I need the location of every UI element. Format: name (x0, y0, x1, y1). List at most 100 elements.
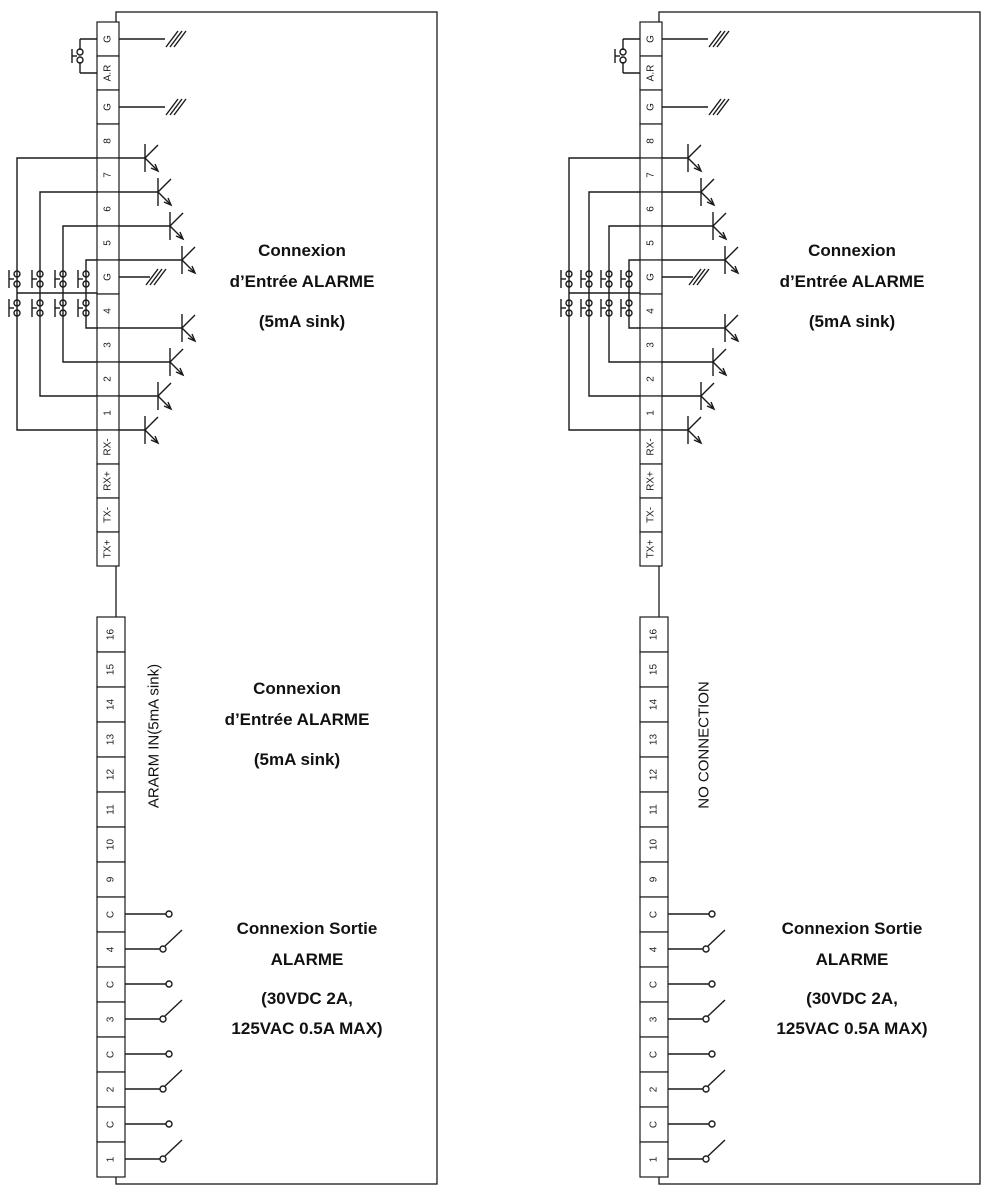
pin-cell (639, 1071, 669, 1108)
upper-pin-3[interactable]: 8 (96, 123, 120, 159)
pin-label: 4 (103, 308, 114, 314)
upper-pin-12[interactable]: RX- (639, 429, 663, 465)
upper-pin-11[interactable]: 1 (96, 395, 120, 431)
lower-pin-11[interactable]: 3 (96, 1001, 126, 1038)
pin-label: TX- (646, 507, 657, 523)
relay-output-contacts (668, 910, 726, 1163)
lower-pin-1[interactable]: 15 (96, 651, 126, 688)
upper-pin-6[interactable]: 5 (96, 225, 120, 261)
pin-label: RX+ (646, 471, 657, 491)
lower-pin-9[interactable]: 4 (639, 931, 669, 968)
upper-pin-2[interactable]: G (639, 89, 663, 125)
transistor-symbol (119, 144, 160, 173)
lower-pin-8[interactable]: C (639, 896, 669, 933)
lower-pin-8[interactable]: C (96, 896, 126, 933)
lower-pin-6[interactable]: 10 (96, 826, 126, 863)
lower-pin-14[interactable]: C (639, 1106, 669, 1143)
transistor-symbol (662, 348, 728, 377)
pin-label: 13 (106, 734, 117, 746)
pin-label: 15 (649, 664, 660, 676)
upper-pin-12[interactable]: RX- (96, 429, 120, 465)
lower-pin-5[interactable]: 11 (96, 791, 126, 828)
lower-pin-13[interactable]: 2 (96, 1071, 126, 1108)
lower-pin-11[interactable]: 3 (639, 1001, 669, 1038)
pin-label: 4 (106, 946, 117, 952)
lower-pin-6[interactable]: 10 (639, 826, 669, 863)
transistor-symbol (119, 212, 185, 241)
upper-pin-7[interactable]: G (639, 259, 663, 295)
upper-pin-3[interactable]: 8 (639, 123, 663, 159)
upper-pin-9[interactable]: 3 (96, 327, 120, 363)
transistor-symbol (662, 144, 703, 173)
pin-cell (96, 861, 126, 898)
lower-pin-9[interactable]: 4 (96, 931, 126, 968)
pin-label: 15 (106, 664, 117, 676)
pin-label: 16 (649, 629, 660, 641)
upper-pin-13[interactable]: RX+ (639, 463, 663, 499)
pin-cell (96, 791, 126, 828)
pin-label: 11 (649, 804, 660, 815)
info-line: (30VDC 2A, (261, 989, 353, 1008)
pin-label: TX+ (646, 540, 657, 559)
lower-pin-3[interactable]: 13 (96, 721, 126, 758)
lower-pin-0[interactable]: 16 (639, 616, 669, 653)
pin-cell (639, 616, 669, 653)
upper-pin-0[interactable]: G (639, 21, 663, 57)
upper-pin-6[interactable]: 5 (639, 225, 663, 261)
transistor-symbol (119, 382, 173, 411)
pin-label: 11 (106, 804, 117, 815)
lower-pin-4[interactable]: 12 (96, 756, 126, 793)
transistor-symbol (119, 314, 197, 343)
pin-label: A.R (103, 65, 114, 82)
upper-pin-11[interactable]: 1 (639, 395, 663, 431)
lower-pin-12[interactable]: C (96, 1036, 126, 1073)
upper-pin-1[interactable]: A.R (639, 55, 663, 91)
lower-pin-15[interactable]: 1 (639, 1141, 669, 1178)
pin-cell (96, 896, 126, 933)
lower-pin-7[interactable]: 9 (639, 861, 669, 898)
lower-pin-2[interactable]: 14 (639, 686, 669, 723)
upper-pin-2[interactable]: G (96, 89, 120, 125)
lower-pin-12[interactable]: C (639, 1036, 669, 1073)
upper-pin-15[interactable]: TX+ (96, 531, 120, 567)
upper-pin-8[interactable]: 4 (639, 293, 663, 329)
lower-pin-5[interactable]: 11 (639, 791, 669, 828)
upper-pin-7[interactable]: G (96, 259, 120, 295)
lower-pin-10[interactable]: C (96, 966, 126, 1003)
lower-pin-10[interactable]: C (639, 966, 669, 1003)
lower-pin-3[interactable]: 13 (639, 721, 669, 758)
upper-pin-15[interactable]: TX+ (639, 531, 663, 567)
upper-pin-0[interactable]: G (96, 21, 120, 57)
upper-pin-4[interactable]: 7 (639, 157, 663, 193)
upper-pin-5[interactable]: 6 (639, 191, 663, 227)
lower-pin-1[interactable]: 15 (639, 651, 669, 688)
pin-label: TX- (103, 507, 114, 523)
pin-cell (96, 686, 126, 723)
upper-pin-14[interactable]: TX- (96, 497, 120, 533)
pin-cell (639, 791, 669, 828)
left-panel: G A.R G 8 7 6 5 G 4 3 2 1 RX- RX+ TX- TX… (8, 11, 438, 1185)
upper-pin-9[interactable]: 3 (639, 327, 663, 363)
upper-pin-10[interactable]: 2 (639, 361, 663, 397)
input-switch-array (8, 270, 90, 317)
lower-pin-15[interactable]: 1 (96, 1141, 126, 1178)
upper-pin-5[interactable]: 6 (96, 191, 120, 227)
upper-pin-1[interactable]: A.R (96, 55, 120, 91)
pin-label: C (106, 1121, 117, 1128)
upper-pin-10[interactable]: 2 (96, 361, 120, 397)
upper-pin-4[interactable]: 7 (96, 157, 120, 193)
upper-pin-8[interactable]: 4 (96, 293, 120, 329)
lower-pin-2[interactable]: 14 (96, 686, 126, 723)
lower-pin-14[interactable]: C (96, 1106, 126, 1143)
lower-pin-4[interactable]: 12 (639, 756, 669, 793)
wiring-left (8, 30, 197, 1163)
lower-pin-7[interactable]: 9 (96, 861, 126, 898)
info-alarm-input-top: Connexion d’Entrée ALARME (5mA sink) (780, 241, 925, 331)
pin-label: 2 (103, 376, 114, 382)
pin-label: G (646, 273, 657, 281)
right-panel: G A.R G 8 7 6 5 G 4 3 2 1 RX- RX+ TX- TX… (560, 11, 981, 1185)
lower-pin-13[interactable]: 2 (639, 1071, 669, 1108)
upper-pin-13[interactable]: RX+ (96, 463, 120, 499)
lower-pin-0[interactable]: 16 (96, 616, 126, 653)
upper-pin-14[interactable]: TX- (639, 497, 663, 533)
